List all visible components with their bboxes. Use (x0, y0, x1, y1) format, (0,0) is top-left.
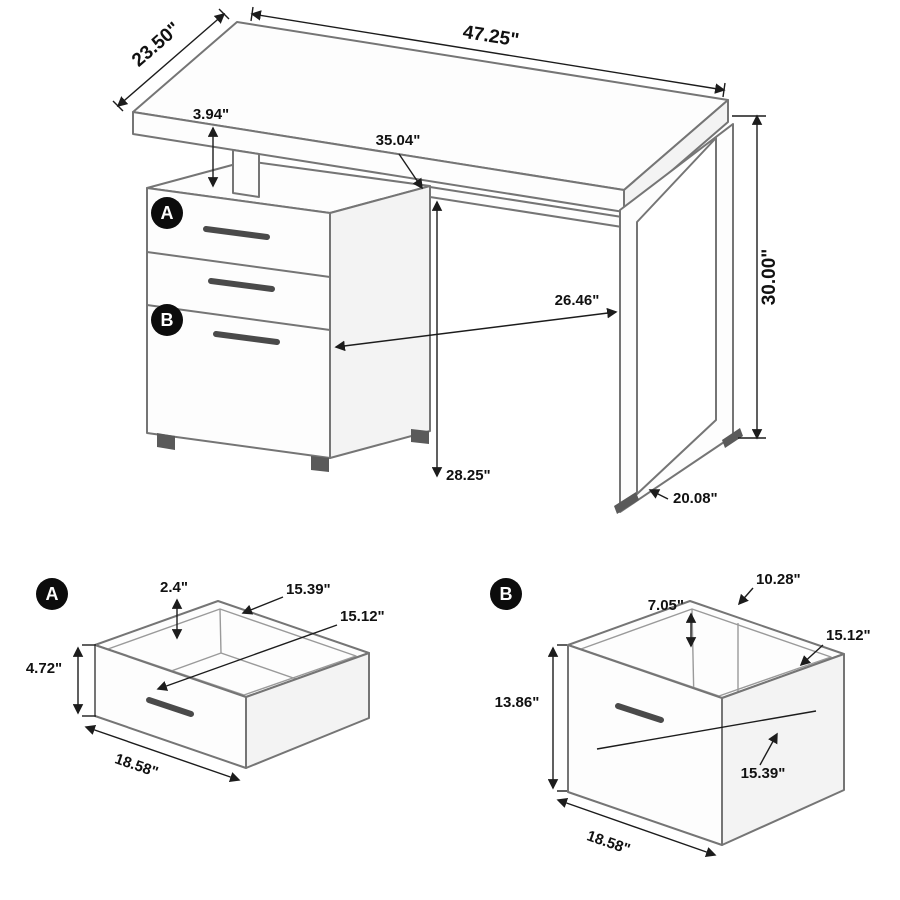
dim-b-back-height-label: 7.05" (648, 597, 684, 614)
drawer-a-view: A 2.4" 15.39" 15.12" 4.72" 18.58" (26, 578, 385, 783)
dim-b-inner-bottom-leader (759, 732, 778, 766)
pedestal-foot-front-right (311, 456, 329, 472)
dim-a-width-arrow (84, 724, 241, 783)
dim-top-depth-label: 23.50" (128, 18, 184, 71)
dim-b-height-label: 13.86" (495, 694, 540, 711)
dim-top-length-label: 47.25" (461, 22, 520, 52)
drawer-b-badge (490, 578, 522, 610)
dim-top-length-tick-left (250, 6, 254, 22)
dim-b-width-label: 18.58" (585, 827, 633, 858)
dim-knee-width-label: 26.46" (555, 292, 600, 309)
dim-gap-label: 3.94" (193, 106, 229, 123)
dim-inner-width-leader (398, 153, 423, 190)
desktop-right-face (623, 99, 729, 213)
pedestal-foot-back-right (411, 429, 429, 444)
dim-top-length-arrow (250, 10, 726, 94)
dim-b-inner-bottom-line (596, 710, 817, 750)
drawer-b-view: B 10.28" 7.05" 15.12" 13.86" 15.39" 18.5… (490, 571, 871, 858)
drawer-a-handle (146, 697, 194, 717)
desktop-bracket (232, 149, 260, 198)
leg-foot-front (614, 492, 639, 514)
pedestal-foot-front-left (157, 433, 175, 450)
drawer-b-handle (615, 703, 664, 723)
dim-b-inner-bottom-label: 15.39" (741, 765, 786, 782)
drawer-b-badge-letter: B (500, 584, 513, 604)
badge-a (151, 197, 183, 229)
leg-foot-back (722, 428, 743, 448)
dim-inner-width-label: 35.04" (376, 132, 421, 149)
pedestal-side-face (329, 185, 431, 459)
dim-height-label: 30.00" (759, 249, 780, 306)
drawer-a-badge-letter: A (46, 584, 59, 604)
dim-a-height-label: 4.72" (26, 660, 62, 677)
dim-leg-depth-label: 20.08" (673, 490, 718, 507)
drawer-2-handle (208, 278, 275, 292)
dim-b-back-width-leader (737, 587, 754, 606)
dim-b-inner-width-leader (799, 644, 824, 667)
dim-leg-depth-leader (648, 489, 669, 500)
dim-b-back-width-label: 10.28" (756, 571, 801, 588)
dim-b-inner-width-label: 15.12" (826, 627, 871, 644)
pedestal-front-face (146, 187, 331, 459)
drawer-divider-1 (146, 251, 331, 278)
dim-b-width-arrow (556, 797, 717, 858)
dim-a-rail-label: 2.4" (160, 579, 188, 596)
dim-a-width-label: 18.58" (113, 750, 161, 781)
dim-top-depth-arrow (116, 12, 226, 108)
dim-a-inner-width-leader (156, 624, 338, 691)
dim-a-inner-width-label: 15.12" (340, 608, 385, 625)
dim-a-inner-depth-label: 15.39" (286, 581, 331, 598)
badge-b-letter: B (161, 310, 174, 330)
badge-a-letter: A (161, 203, 174, 223)
dim-top-depth-tick-left (112, 100, 124, 112)
badge-b (151, 304, 183, 336)
dim-a-inner-depth-leader (241, 596, 284, 615)
dim-clearance-label: 28.25" (446, 467, 491, 484)
file-drawer-handle (213, 331, 280, 345)
dim-knee-width-arrow (334, 307, 618, 352)
dim-top-depth-tick-right (218, 8, 230, 20)
drawer-a-badge (36, 578, 68, 610)
desk-view: A B 47.25" 23.50" 3.94" 35.04" 30.00" 26… (112, 6, 780, 514)
drawer-1-handle (203, 226, 270, 240)
drawer-b-front-face (567, 644, 723, 846)
dim-top-length-tick-right (722, 82, 726, 98)
